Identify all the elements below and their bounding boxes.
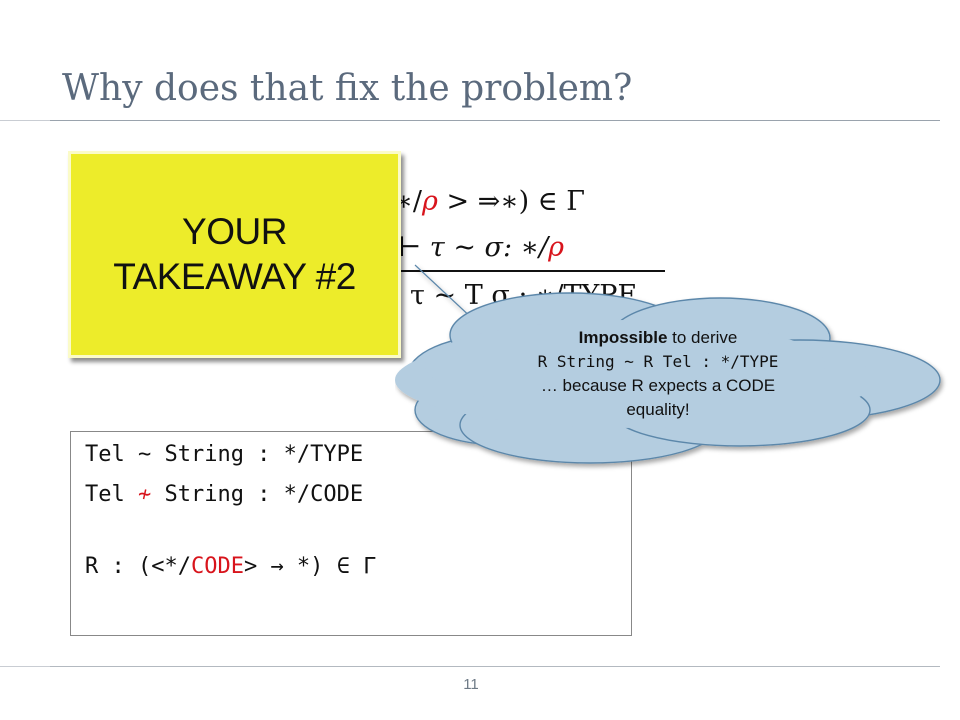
cloud-line-3: … because R expects a CODE	[540, 376, 776, 395]
footer-divider	[50, 666, 940, 667]
rule-premise-2-a: ⊢ τ ~ σ: ∗/	[398, 232, 549, 263]
code-line-2: Tel ≁ String : */CODE	[85, 482, 363, 507]
code-line-3-a: R : (<*/	[85, 554, 191, 579]
page-number: 11	[463, 676, 479, 693]
slide-title: Why does that fix the problem?	[62, 68, 633, 109]
takeaway-box: YOUR TAKEAWAY #2	[68, 151, 401, 358]
code-line-3-b: > → *) ∈ Γ	[243, 554, 377, 579]
cloud-line-2: R String ~ R Tel : */TYPE	[537, 352, 779, 371]
code-line-1: Tel ~ String : */TYPE	[85, 442, 364, 467]
code-box: Tel ~ String : */TYPE Tel ≁ String : */C…	[70, 431, 632, 636]
takeaway-line-1: YOUR	[182, 211, 287, 253]
rule-premise-1: (∗/ρ > ⇒∗) ∈ Γ	[384, 186, 585, 217]
rule-premise-1-rho: ρ	[421, 186, 438, 217]
cloud-bold: Impossible	[578, 328, 668, 347]
title-divider-left	[0, 120, 50, 121]
footer-divider-left	[0, 666, 50, 667]
title-divider	[50, 120, 940, 121]
rule-premise-2: ⊢ τ ~ σ: ∗/ρ	[398, 232, 564, 263]
cloud-line-1: Impossible to derive	[468, 326, 848, 350]
rule-premise-1-b: > ⇒∗) ∈ Γ	[437, 186, 586, 217]
not-equal-icon: ≁	[137, 482, 152, 507]
cloud-text: Impossible to derive R String ~ R Tel : …	[468, 326, 848, 422]
rule-inference-bar	[395, 270, 665, 272]
code-line-2-a: Tel	[85, 482, 138, 507]
cloud-line-1-rest: to derive	[667, 328, 738, 347]
code-line-3-code: CODE	[190, 554, 244, 579]
thought-cloud	[395, 264, 941, 464]
code-line-2-b: String : */CODE	[151, 482, 364, 507]
rule-premise-2-rho: ρ	[548, 232, 564, 263]
code-line-3: R : (<*/CODE> → *) ∈ Γ	[85, 554, 376, 579]
takeaway-line-2: TAKEAWAY #2	[113, 255, 356, 297]
cloud-line-4: equality!	[626, 400, 690, 419]
